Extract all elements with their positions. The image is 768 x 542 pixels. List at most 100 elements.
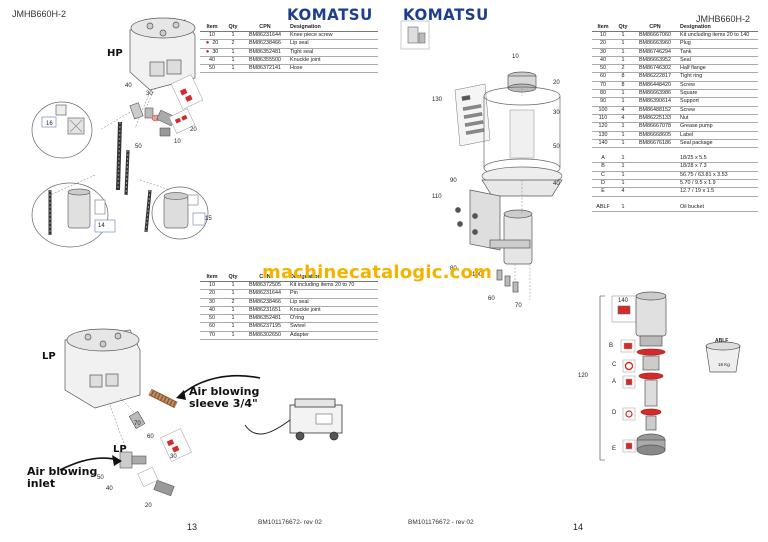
col-designation: Designation bbox=[288, 22, 378, 32]
cell-item: C bbox=[592, 171, 614, 181]
red-dot-marker: ● bbox=[205, 40, 210, 47]
cell-cpn: BM86231651 bbox=[242, 306, 288, 316]
cell-designation: Nut bbox=[678, 114, 758, 124]
cell-designation: Kit uncluding items 20 to 140 bbox=[678, 31, 758, 41]
lp-label: LP bbox=[42, 351, 56, 362]
cell-cpn bbox=[632, 162, 678, 172]
hp-callout-10: 10 bbox=[174, 139, 181, 145]
cell-item: 50 bbox=[200, 314, 224, 324]
cell-item: 50 bbox=[592, 64, 614, 74]
rp-callout-140: 140 bbox=[618, 298, 629, 304]
cell-cpn: BM86352481 bbox=[242, 314, 288, 324]
lp-seal-callout bbox=[137, 428, 192, 488]
right-brand-logo: KOMATSU bbox=[403, 5, 489, 25]
cell-designation: 56.75 / 63.81 x 3.53 bbox=[678, 171, 758, 181]
lp-callout-40: 40 bbox=[106, 486, 113, 492]
cell-qty: 1 bbox=[614, 56, 632, 66]
cell-item: 90 bbox=[592, 97, 614, 107]
cell-item: 50 bbox=[200, 64, 224, 74]
grease-pump-bracket bbox=[599, 295, 605, 461]
cell-item: 100 bbox=[592, 106, 614, 115]
hp-callout-14: 14 bbox=[98, 223, 105, 229]
hp-callout-15: 15 bbox=[205, 216, 212, 222]
cell-item: 80 bbox=[592, 89, 614, 99]
cell-cpn: BM86448420 bbox=[632, 81, 678, 91]
sleeve-line-1: Air blowing bbox=[189, 385, 260, 398]
cell-item: 40 bbox=[592, 56, 614, 66]
lp-callout-20: 20 bbox=[145, 503, 152, 509]
cell-cpn bbox=[632, 155, 678, 164]
cell-qty: 1 bbox=[614, 203, 632, 212]
right-footer-ref: BM101176672 - rev 02 bbox=[408, 519, 474, 526]
cell-cpn: BM86663960 bbox=[632, 39, 678, 49]
grease-cylinder-drawing bbox=[151, 186, 209, 240]
tank-drawing bbox=[481, 86, 563, 186]
rp-callout-80: 80 bbox=[450, 266, 457, 272]
tool-detail-circle bbox=[31, 101, 93, 159]
cell-qty: 8 bbox=[614, 72, 632, 82]
bucket-weight: 18 Kg bbox=[718, 362, 730, 367]
rp-callout-20: 20 bbox=[553, 80, 560, 86]
cell-item: 60 bbox=[200, 322, 224, 332]
cell-designation: Knee piece screw bbox=[288, 31, 378, 41]
cell-cpn: BM86663986 bbox=[632, 89, 678, 99]
cell-cpn: BM86676186 bbox=[632, 139, 678, 149]
cell-qty: 1 bbox=[224, 314, 242, 324]
cell-item: 40 bbox=[200, 306, 224, 316]
cell-item: A bbox=[592, 155, 614, 164]
cell-qty: 1 bbox=[614, 171, 632, 181]
cell-cpn: BM86667060 bbox=[632, 31, 678, 41]
cell-qty: 1 bbox=[614, 179, 632, 189]
label-sheet-drawing bbox=[454, 83, 491, 147]
cell-item: 70 bbox=[592, 81, 614, 91]
cell-cpn: BM86238466 bbox=[242, 39, 288, 49]
cell-qty: 4 bbox=[614, 187, 632, 197]
rp-callout-110: 110 bbox=[432, 194, 442, 200]
cell-item: 130 bbox=[592, 131, 614, 140]
col-qty: Qty bbox=[224, 272, 242, 282]
cell-item: ABLF bbox=[592, 203, 614, 212]
rp-callout-10: 10 bbox=[512, 54, 519, 60]
cell-designation: Lip seal bbox=[288, 298, 378, 307]
red-dot-marker: ● bbox=[205, 48, 210, 55]
left-brand-logo: KOMATSU bbox=[287, 5, 373, 25]
cell-qty: 4 bbox=[614, 106, 632, 115]
cell-designation: Grease pump bbox=[678, 122, 758, 132]
cell-cpn: BM86372141 bbox=[242, 64, 288, 74]
cell-designation: Screw bbox=[678, 106, 758, 115]
cell-designation: Oil bucket bbox=[678, 203, 758, 212]
cell-qty: 1 bbox=[224, 289, 242, 299]
screws-drawing bbox=[496, 269, 519, 293]
lp-callout-30: 30 bbox=[170, 454, 177, 460]
cell-item: D bbox=[592, 179, 614, 189]
cell-item: 140 bbox=[592, 139, 614, 149]
cell-qty: 1 bbox=[614, 48, 632, 57]
rp-callout-100: 100 bbox=[472, 272, 483, 278]
cell-item: 10 bbox=[200, 31, 224, 41]
cell-designation: Label bbox=[678, 131, 758, 140]
cell-cpn: BM86668605 bbox=[632, 131, 678, 140]
col-qty: Qty bbox=[614, 22, 632, 32]
air-blowing-sleeve-label: Air blowing sleeve 3/4" bbox=[189, 386, 259, 410]
cell-item: 110 bbox=[592, 114, 614, 124]
cell-designation: Square bbox=[678, 89, 758, 99]
cell-item: ●30 bbox=[200, 48, 224, 57]
left-model: JMHB660H-2 bbox=[12, 9, 67, 19]
cell-qty: 1 bbox=[614, 139, 632, 149]
cell-designation: Adapter bbox=[288, 331, 378, 341]
